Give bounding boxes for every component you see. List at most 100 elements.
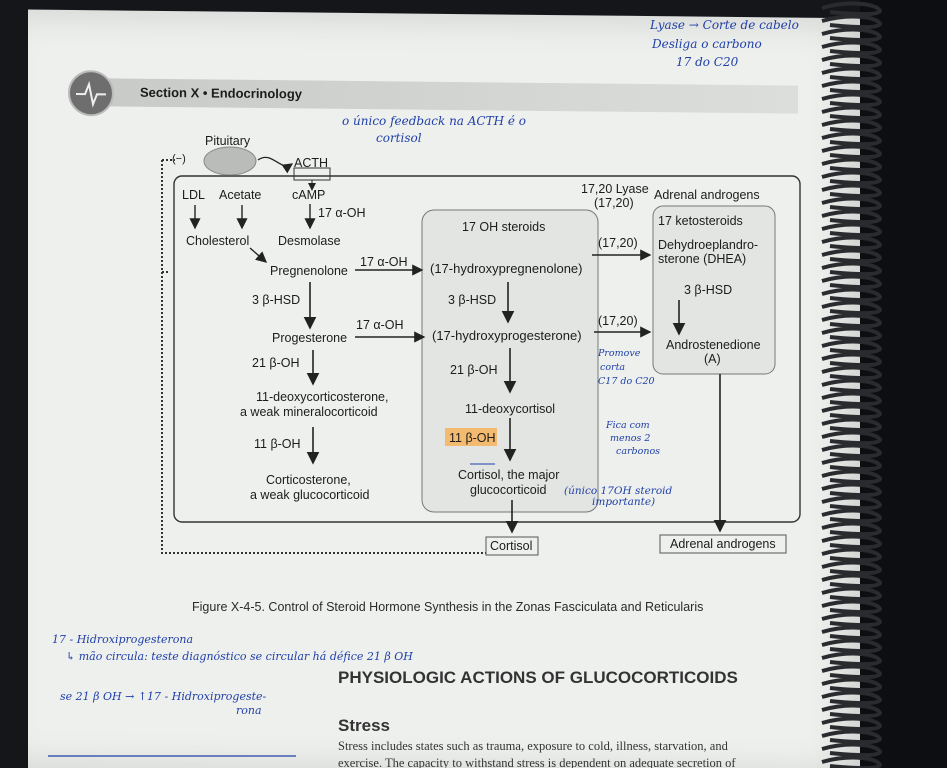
- spiral-coil: [821, 14, 883, 30]
- body-line-2: exercise. The capacity to withstand stre…: [338, 756, 736, 768]
- acetate-label: Acetate: [219, 188, 262, 202]
- note-lyase-2: Desliga o carbono: [652, 37, 762, 51]
- pituitary-label: Pituitary: [205, 134, 251, 148]
- lyase-label: 17,20 Lyase: [581, 182, 649, 196]
- spiral-coil: [821, 92, 883, 108]
- spiral-coil: [821, 599, 883, 615]
- note-cortisol-1: (único 17OH steroid: [564, 485, 673, 497]
- spiral-coil: [821, 352, 883, 368]
- note-bottom-3: se 21 β OH → ↑17 - Hidroxiprogeste-: [60, 690, 267, 703]
- note-lyase-c17: C17 do C20: [598, 376, 655, 387]
- spiral-coil: [821, 638, 883, 654]
- section-heading: PHYSIOLOGIC ACTIONS OF GLUCOCORTICOIDS: [338, 668, 738, 687]
- spiral-coil: [821, 378, 883, 394]
- spiral-coil: [821, 27, 883, 43]
- spiral-coil: [821, 664, 883, 680]
- spiral-coil: [821, 586, 883, 602]
- note-lyase-fica: Fica com: [606, 420, 650, 431]
- spiral-coil: [821, 729, 883, 745]
- spiral-coil: [821, 690, 883, 706]
- spiral-coil: [821, 235, 883, 251]
- spiral-coil: [821, 183, 883, 199]
- spiral-coil: [821, 703, 883, 719]
- spiral-coil: [821, 300, 883, 316]
- spiral-coil: [821, 170, 883, 186]
- adrenal-androgens-output-box: Adrenal androgens: [670, 537, 776, 551]
- spiral-coil: [821, 547, 883, 563]
- spiral-coil: [821, 443, 883, 459]
- note-lyase-menos: menos 2: [610, 433, 651, 444]
- 17-ketosteroids-label: 17 ketosteroids: [658, 214, 743, 228]
- note-feedback-1: o único feedback na ACTH é o: [342, 114, 527, 128]
- spiral-binding: [821, 0, 947, 768]
- spiral-coil: [821, 625, 883, 641]
- camp-label: cAMP: [292, 188, 326, 202]
- spiral-coil: [821, 339, 883, 355]
- spiral-coil: [821, 430, 883, 446]
- spiral-coil: [821, 521, 883, 537]
- ldl-label: LDL: [182, 188, 205, 202]
- spiral-coil: [821, 40, 883, 56]
- enzyme-3-beta-hsd-mid: 3 β-HSD: [448, 293, 497, 307]
- spiral-coil: [821, 495, 883, 511]
- corticosterone-label: Corticosterone,: [266, 473, 351, 487]
- acth-label: ACTH: [294, 156, 329, 170]
- glucocorticoid-label: glucocorticoid: [470, 483, 547, 497]
- note-cortisol-2: importante): [592, 496, 656, 508]
- note-lyase-promove: Promove: [598, 348, 641, 359]
- note-bottom-2: ↳ mão circula: teste diagnóstico se circ…: [66, 650, 413, 663]
- spiral-coil: [821, 118, 883, 134]
- lyase-arrow-2-label: (17,20): [598, 314, 638, 328]
- spiral-coil: [821, 196, 883, 212]
- spiral-coil: [821, 573, 883, 589]
- deoxycorticosterone-label: 11-deoxycorticosterone,: [256, 390, 389, 404]
- spiral-coil: [821, 261, 883, 277]
- spiral-coil: [821, 404, 883, 420]
- spiral-coil: [821, 287, 883, 303]
- negative-feedback-label: (−): [172, 153, 186, 165]
- note-lyase-corta: corta: [600, 362, 626, 373]
- dhea-label-2: sterone (DHEA): [658, 252, 747, 266]
- spiral-coil: [821, 144, 883, 160]
- androstenedione-a-label: (A): [704, 352, 721, 366]
- enzyme-21-beta-oh-left: 21 β-OH: [252, 356, 300, 370]
- spiral-coil: [821, 469, 883, 485]
- spiral-coil: [821, 365, 883, 381]
- note-bottom-4: rona: [236, 704, 262, 717]
- desmolase-label: Desmolase: [278, 234, 341, 248]
- spiral-coil: [821, 131, 883, 147]
- cholesterol-label: Cholesterol: [186, 234, 250, 248]
- spiral-coil: [821, 560, 883, 576]
- highlight-11-beta-oh: [445, 428, 497, 446]
- spiral-coil: [821, 508, 883, 524]
- spiral-coil: [821, 677, 883, 693]
- spiral-coil: [821, 248, 883, 264]
- enzyme-11-beta-oh-mid: 11 β-OH: [449, 431, 496, 445]
- spiral-coil: [821, 1, 883, 17]
- cortisol-major-label: Cortisol, the major: [458, 468, 560, 482]
- spiral-coil: [821, 651, 883, 667]
- spiral-coil: [821, 157, 883, 173]
- note-bottom-1: 17 - Hidroxiprogesterona: [52, 633, 194, 646]
- heartbeat-icon: [68, 69, 114, 117]
- note-lyase-3: 17 do C20: [676, 55, 739, 69]
- dhea-label-1: Dehydroeplandro-: [658, 238, 759, 252]
- figure-caption: Figure X-4-5. Control of Steroid Hormone…: [192, 600, 704, 614]
- pregnenolone-label: Pregnenolone: [270, 264, 348, 278]
- enzyme-17-alpha-oh-c: 17 α-OH: [356, 318, 404, 332]
- spiral-coil: [821, 612, 883, 628]
- enzyme-21-beta-oh-mid: 21 β-OH: [450, 363, 498, 377]
- hydroxyprogesterone-label: (17-hydroxyprogesterone): [432, 328, 582, 343]
- spiral-coil: [821, 326, 883, 342]
- spiral-coil: [821, 742, 883, 758]
- progesterone-label: Progesterone: [272, 331, 348, 345]
- spiral-coil: [821, 716, 883, 732]
- spiral-coil: [821, 79, 883, 95]
- androstenedione-label: Androstenedione: [666, 338, 761, 352]
- spiral-coil: [821, 53, 883, 69]
- deoxycortisol-label: 11-deoxycortisol: [465, 402, 556, 416]
- enzyme-17-alpha-oh: 17 α-OH: [318, 206, 366, 220]
- spiral-coil: [821, 534, 883, 550]
- note-feedback-2: cortisol: [376, 131, 422, 145]
